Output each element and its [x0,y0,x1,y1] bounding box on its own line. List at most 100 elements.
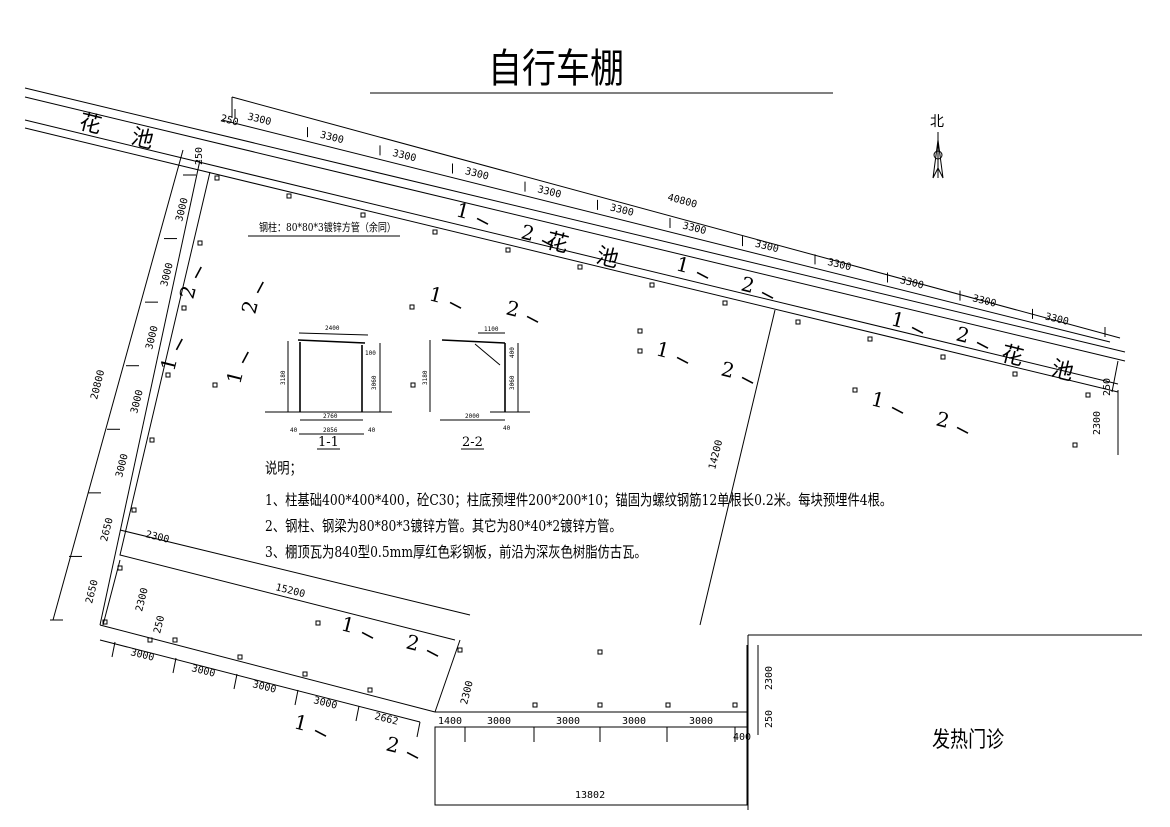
section-label: 1-1 [318,435,339,450]
dim-label: 250 [764,710,775,728]
column-marker [302,671,308,677]
dim-label: 3000 [689,716,713,727]
column-marker [795,319,801,325]
column-marker [432,229,438,235]
steel-column-note: 钢柱：80*80*3镀锌方管（余同） [259,221,396,234]
section-mark-bar [194,266,202,279]
column-marker [149,437,155,443]
section-mark: 1 [889,307,907,333]
column-marker [214,175,220,181]
section-mark: 2 [384,732,402,758]
column-marker [212,382,218,388]
flower-bed-label: 花 [77,110,104,140]
section-mark: 2 [519,220,537,246]
section-mark-bar [175,338,183,351]
section-mark-bar [761,291,774,299]
dim-label: 3000 [114,453,131,479]
dim-label: 100 [365,350,376,357]
dim-label: 250 [219,113,239,128]
dim-label: 2300 [144,529,170,546]
section-2-2: 1100 3180 3060 400 2000 40 2-2 [422,326,530,450]
dim-label: 3300 [319,130,345,147]
dim-label: 2650 [99,517,116,543]
dim-label: 1100 [484,326,499,333]
section-mark: 1 [427,282,445,308]
dim-label: 3180 [280,370,287,385]
column-marker [286,193,292,199]
section-mark: 1 [156,355,182,373]
section-mark: 2 [739,272,757,298]
note-item: 1、柱基础400*400*400，砼C30；柱底预埋件200*200*10；锚固… [265,491,893,509]
dim-label: 40 [503,425,511,432]
column-marker [1085,392,1091,398]
dim-label: 3300 [536,184,562,201]
section-mark: 1 [454,198,472,224]
column-marker [722,300,728,306]
dim-label: 3000 [487,716,511,727]
dim-tick [416,721,421,738]
dim-label: 3000 [129,647,155,664]
dim-label: 3300 [1044,311,1070,328]
dim-label: 3000 [174,197,191,223]
flower-bed-label: 池 [594,244,621,274]
column-marker [867,336,873,342]
dim-label: 3300 [681,221,707,238]
dim-label: 2662 [373,711,399,728]
dim-label: 3000 [312,695,338,712]
shed-outline: 14200 2300 15200 2300 2300 250 2300 1380… [99,171,1142,810]
section-label: 2-2 [462,435,483,450]
section-mark: 2 [237,298,263,316]
column-marker [367,687,373,693]
dim-tick [355,705,360,722]
dim-label: 2300 [134,587,151,613]
bottom-left-dimension-segments: 3000 3000 3000 3000 2662 [111,641,421,738]
column-marker [457,647,463,653]
section-mark: 1 [222,368,248,386]
dim-label: 2760 [323,413,338,420]
column-marker [505,247,511,253]
dim-label: 3000 [251,679,277,696]
column-marker [1012,371,1018,377]
section-mark-bar [976,341,989,349]
top-dimension-segments: 3300330033003300330033003300330033003300… [234,109,1106,337]
dim-label: 2300 [1092,411,1103,435]
section-mark-bar [956,426,969,434]
section-mark-bar [911,326,924,334]
dim-label: 400 [509,347,516,358]
section-mark-bar [676,356,689,364]
column-marker [597,702,603,708]
section-mark-bar [256,281,264,294]
dim-label: 40800 [666,192,698,210]
dim-label: 20800 [89,369,107,401]
dim-label: 3000 [129,389,146,415]
note-item: 2、钢柱、钢梁为80*80*3镀锌方管。其它为80*40*2镀锌方管。 [265,517,622,535]
flower-bed-labels: 花 池 花 池 花 池 [77,110,1076,387]
section-mark-bar [449,301,462,309]
dim-label: 2300 [459,680,476,706]
dim-tick [233,673,238,690]
section-mark-bar [314,729,327,737]
column-marker [147,637,153,643]
column-marker [649,282,655,288]
section-mark-bar [741,376,754,384]
section-mark: 2 [954,322,972,348]
section-mark: 1 [292,710,310,736]
section-mark-bar [476,217,489,225]
section-mark-bar [526,315,539,323]
section-mark: 1 [869,387,887,413]
dim-label: 2000 [465,413,480,420]
dim-label: 2650 [84,579,101,605]
dim-label: 14200 [707,439,725,471]
dim-label: 15200 [274,582,306,600]
dim-tick [172,657,177,674]
section-mark: 2 [175,283,201,301]
dim-label: 3300 [899,275,925,292]
dim-label: 3180 [422,370,429,385]
section-mark: 1 [674,252,692,278]
dim-label: 400 [733,732,751,743]
column-marker [131,507,137,513]
dim-label: 3000 [556,716,580,727]
dim-label: 3000 [190,663,216,680]
section-mark-bar [891,406,904,414]
